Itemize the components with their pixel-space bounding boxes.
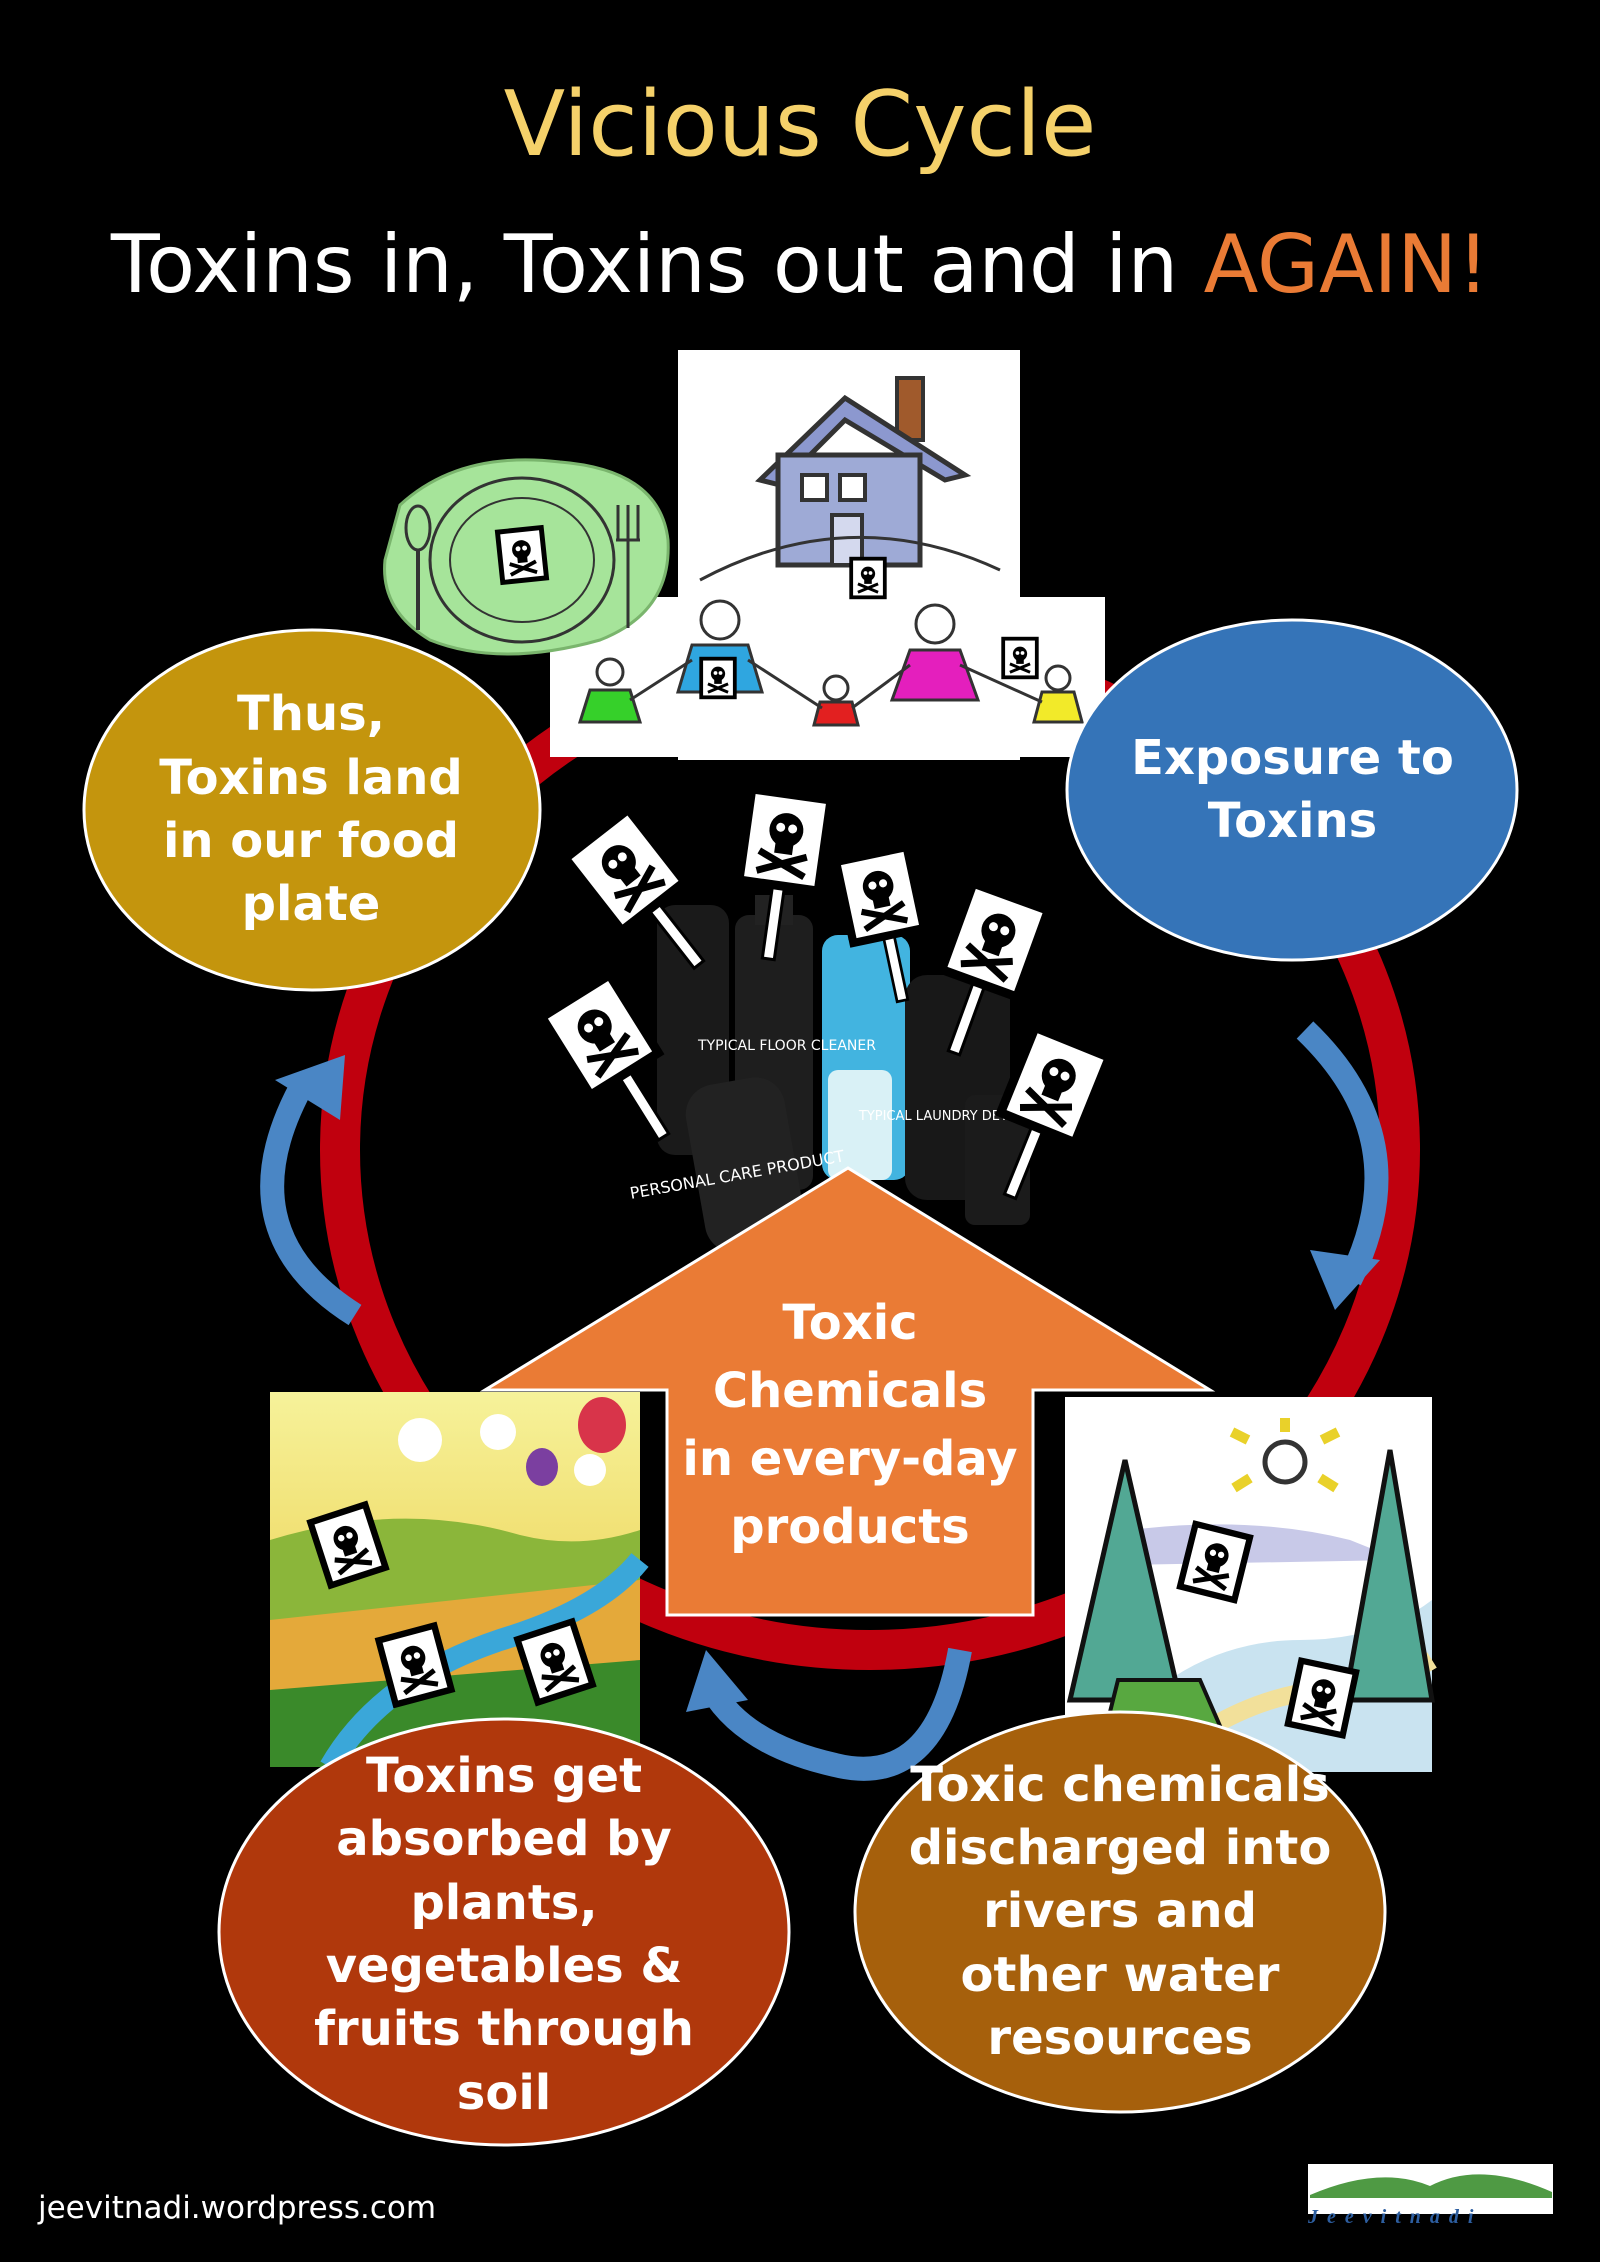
- discharge-bubble-shape: [853, 1710, 1387, 2114]
- house-family-image: [550, 350, 1105, 760]
- page-subtitle: Toxins in, Toxins out and in AGAIN!: [0, 218, 1600, 311]
- node-center: Toxic Chemicals in every-day products: [682, 1294, 1018, 1556]
- website-footer: jeevitnadi.wordpress.com: [38, 2190, 437, 2226]
- center-arrow-shape: [479, 1166, 1216, 1617]
- dinner-plate-icon: [383, 458, 670, 656]
- absorption-bubble-shape: [217, 1717, 791, 2147]
- skull-crossbones-sign-icon: [849, 556, 887, 600]
- jeevitnadi-logo: [1308, 2164, 1553, 2214]
- node-absorption: Toxins get absorbed by plants, vegetable…: [314, 1747, 694, 2121]
- hot-air-balloon-icon: [526, 1397, 626, 1486]
- cycle-arrows: [260, 1021, 1389, 1781]
- exposure-bubble-shape: [1065, 618, 1519, 962]
- food-plate-bubble-shape: [82, 628, 542, 992]
- node-exposure: Exposure to Toxins: [1131, 729, 1454, 849]
- arrow-heads: [275, 1055, 1380, 1712]
- farmland-landscape-icon: [270, 1392, 649, 1773]
- cleaning-bottle-icon: TYPICAL FLOOR CLEANER PERSONAL CARE PROD…: [628, 895, 1061, 1253]
- logo-text: Jeevitnadi: [1308, 2206, 1483, 2228]
- node-discharge: Toxic chemicals discharged into rivers a…: [908, 1756, 1332, 2067]
- subtitle-highlight: AGAIN!: [1203, 218, 1490, 311]
- node-food-plate: Thus, Toxins land in our food plate: [159, 686, 463, 933]
- sun-icon: [1229, 1418, 1341, 1493]
- product-label: TYPICAL FLOOR CLEANER: [697, 1038, 876, 1054]
- house-icon: [755, 376, 972, 568]
- subtitle-main: Toxins in, Toxins out and in: [110, 218, 1204, 311]
- page-title: Vicious Cycle: [503, 72, 1097, 177]
